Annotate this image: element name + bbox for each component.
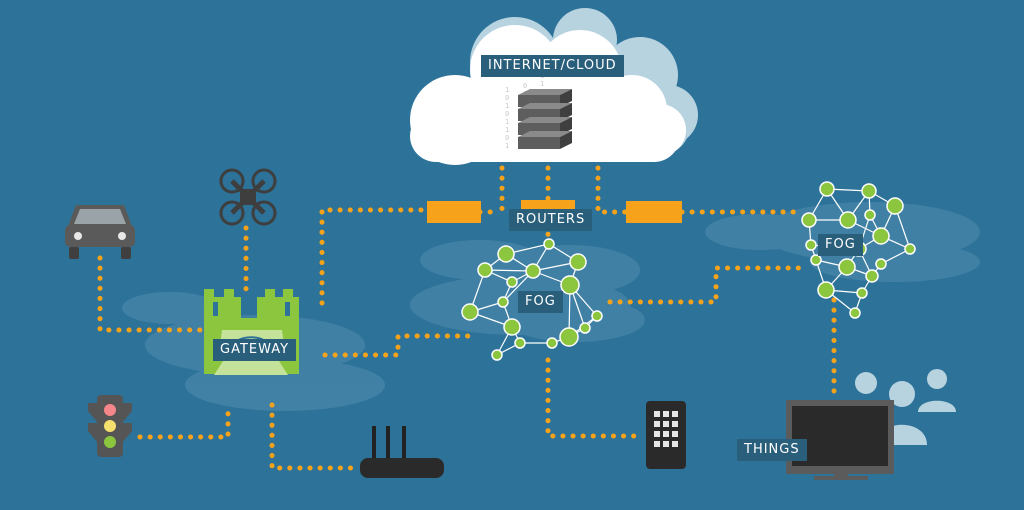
fog-phone-link xyxy=(545,357,643,439)
gateway-router-link xyxy=(319,207,431,306)
traffic-light-gateway-link xyxy=(137,402,231,440)
smartphone-icon xyxy=(646,401,686,469)
routers-label: ROUTERS xyxy=(509,209,593,231)
gateway-castle-icon xyxy=(204,289,299,375)
router-left xyxy=(427,201,481,223)
cloud-label: INTERNET/CLOUD xyxy=(481,55,624,77)
router-nodes xyxy=(427,200,682,223)
svg-text:1: 1 xyxy=(540,80,544,88)
svg-text:1: 1 xyxy=(505,86,509,94)
monitor-icon xyxy=(786,400,894,480)
cloud-router-right-link xyxy=(595,165,628,215)
gateway-fog-link xyxy=(322,333,475,358)
svg-text:1: 1 xyxy=(505,126,509,134)
fog-mesh-right xyxy=(801,181,916,319)
connection-lines xyxy=(97,165,837,471)
svg-text:1: 1 xyxy=(505,142,509,150)
fog-right-label: FOG xyxy=(818,234,863,256)
fog-center-label: FOG xyxy=(518,291,563,313)
svg-text:1: 1 xyxy=(505,118,509,126)
car-icon xyxy=(65,205,135,259)
cloud-icon: 101 011 01 010 101 10 110 100 11 010 110 xyxy=(410,8,698,165)
svg-text:1: 1 xyxy=(505,102,509,110)
svg-text:0: 0 xyxy=(505,134,509,142)
server-stack-icon xyxy=(518,89,572,149)
router-right xyxy=(626,201,682,223)
router-center xyxy=(521,200,575,210)
svg-text:0: 0 xyxy=(505,110,509,118)
gateway-label: GATEWAY xyxy=(213,339,297,361)
fog-center-fog-right-link xyxy=(607,265,806,305)
things-label: THINGS xyxy=(737,439,807,461)
traffic-light-icon xyxy=(88,395,132,457)
car-gateway-link xyxy=(97,255,213,333)
wifi-router-icon xyxy=(360,426,444,478)
svg-text:0: 0 xyxy=(505,94,509,102)
drone-icon xyxy=(219,168,277,226)
svg-text:0: 0 xyxy=(523,82,527,90)
fog-mesh-center xyxy=(461,238,603,361)
gateway-modem-link xyxy=(269,402,363,471)
